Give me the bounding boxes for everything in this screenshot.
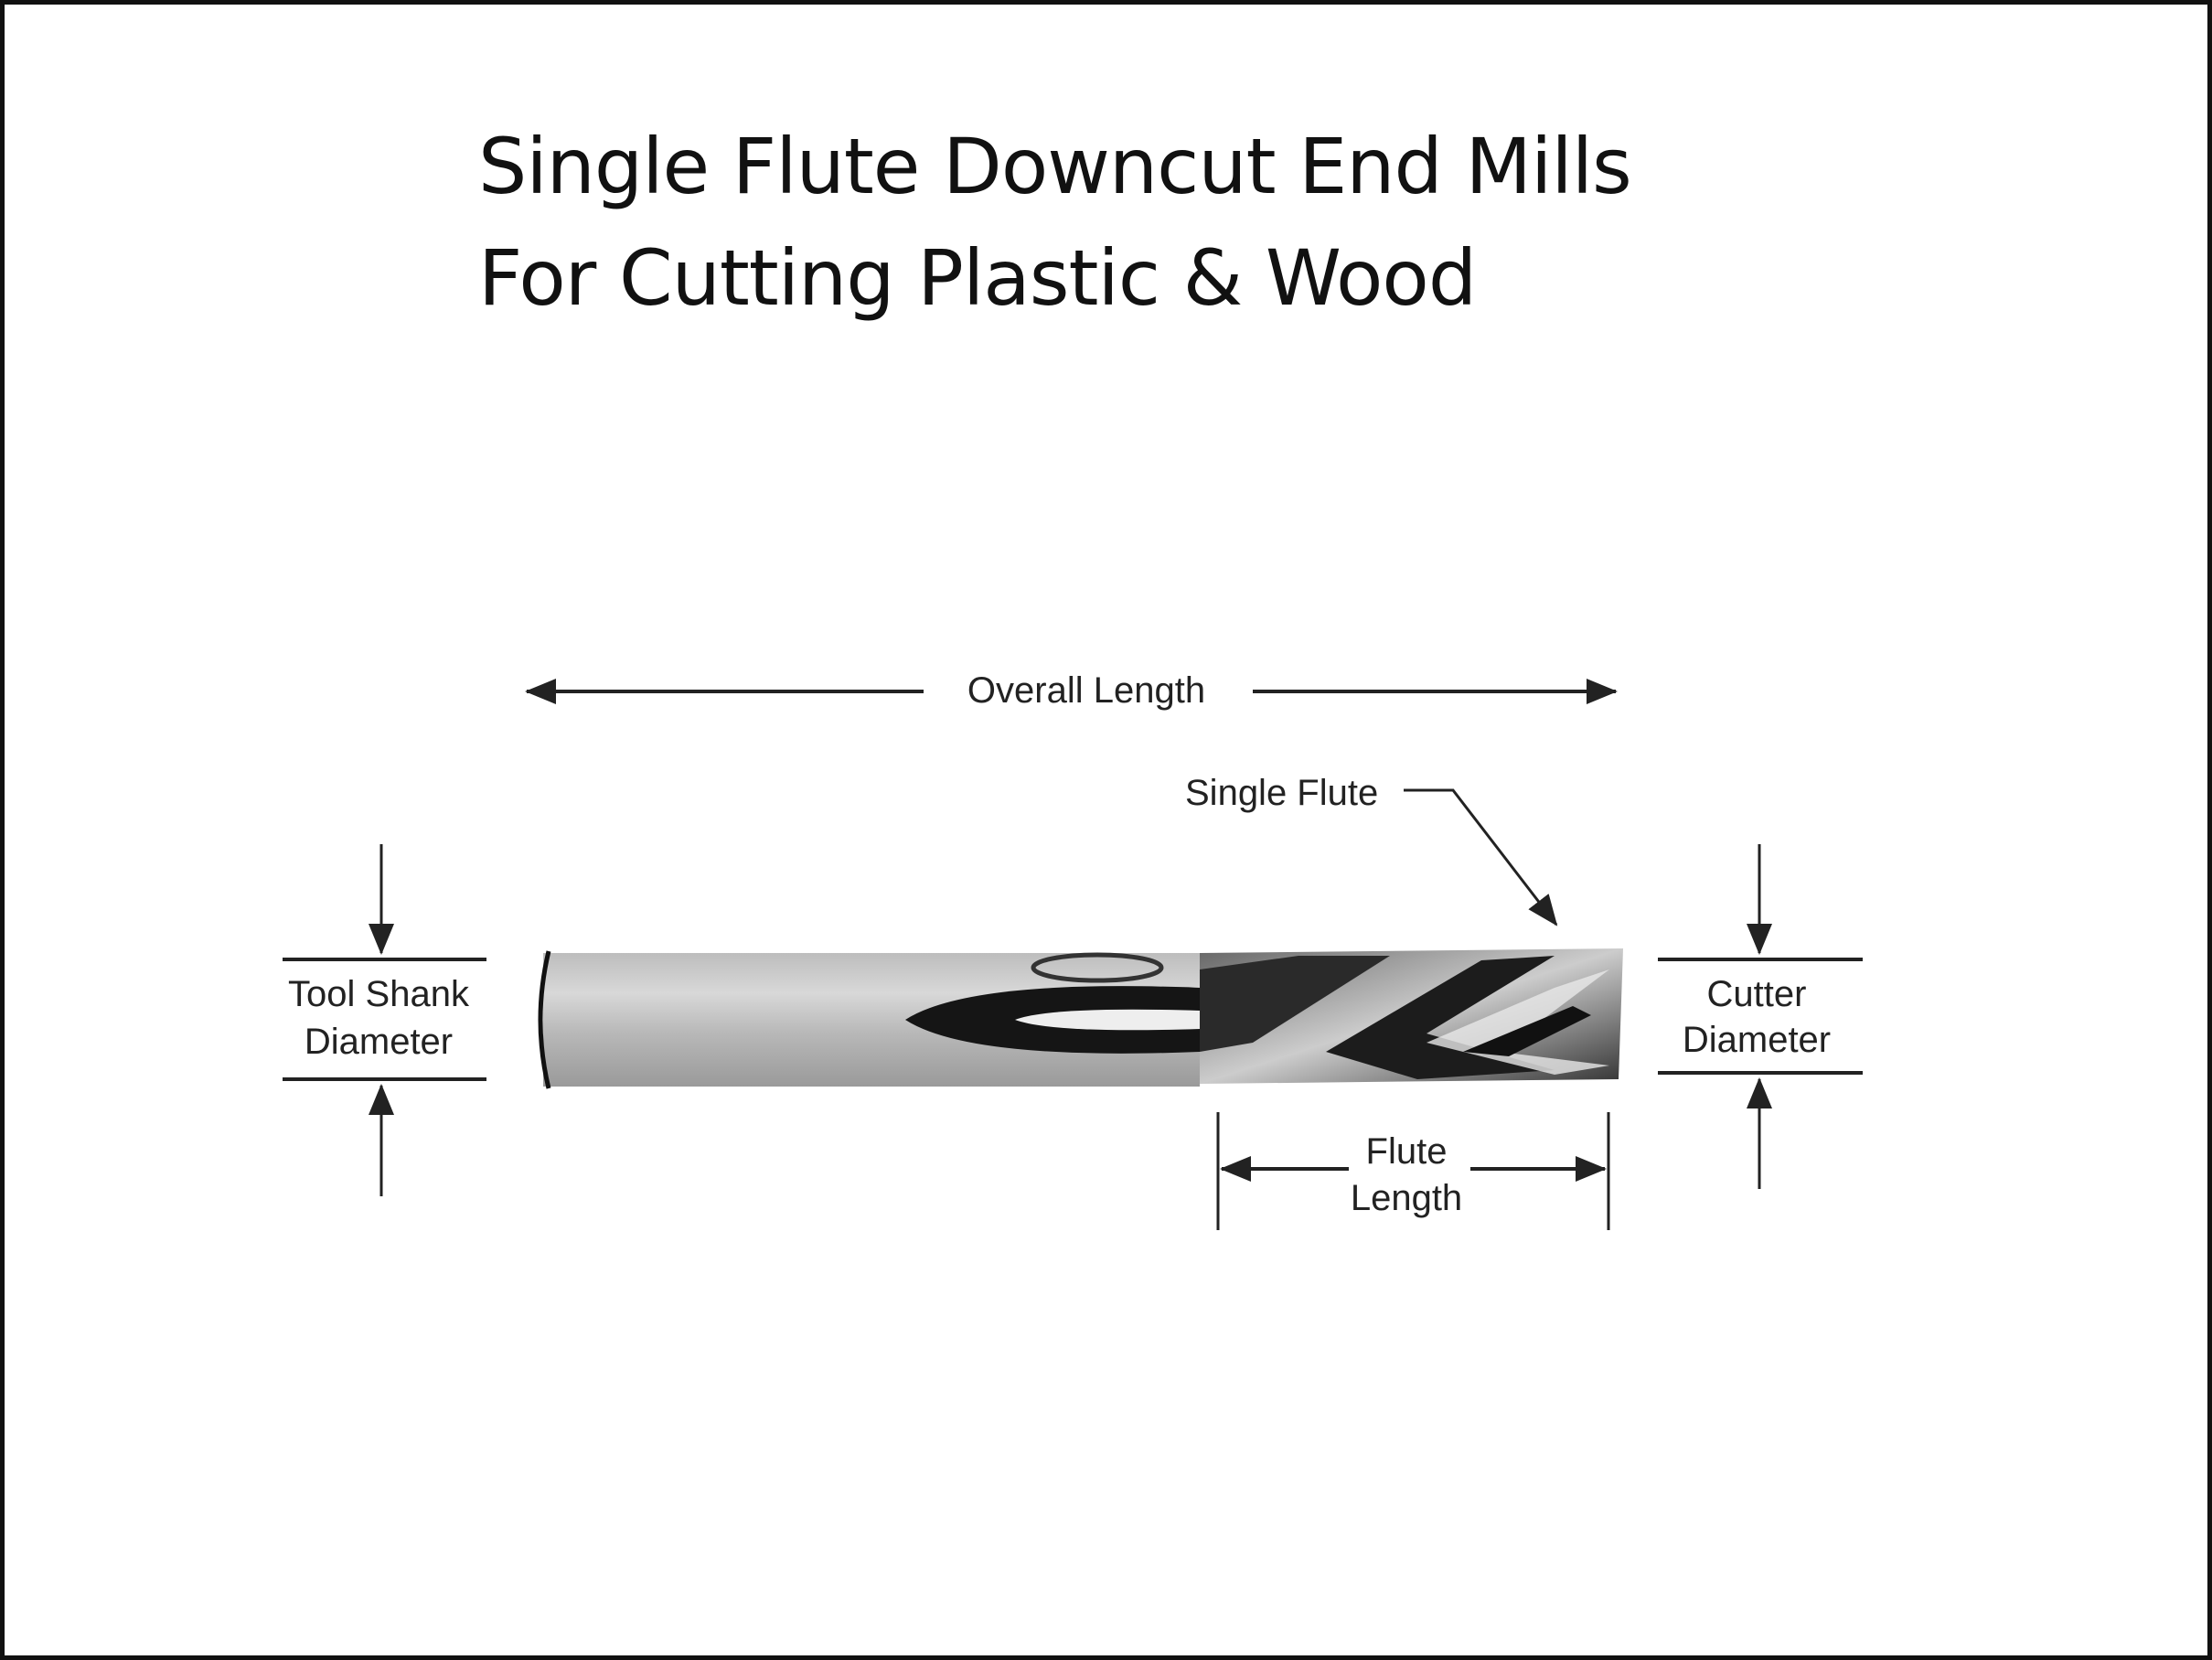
tool-shank-label-line1: Tool Shank [288, 974, 470, 1014]
cutter-label-line1: Cutter [1707, 974, 1807, 1014]
flute-length-dimension: Flute Length [1216, 1112, 1610, 1230]
flute-length-label-line2: Length [1351, 1178, 1462, 1218]
title-line-2: For Cutting Plastic & Wood [478, 233, 1477, 323]
single-flute-label: Single Flute [1185, 773, 1378, 813]
title-line-1: Single Flute Downcut End Mills [478, 122, 1632, 211]
cutter-label-line2: Diameter [1683, 1020, 1831, 1060]
cutter-diameter-dimension: Cutter Diameter [1658, 844, 1863, 1189]
leader-arrow-icon [1404, 788, 1558, 926]
tool-shank-diameter-dimension: Tool Shank Diameter [283, 844, 486, 1196]
end-mill-tool [538, 948, 1623, 1089]
overall-length-label: Overall Length [967, 670, 1205, 711]
flute-length-label-line1: Flute [1366, 1131, 1448, 1172]
overall-length-dimension: Overall Length [525, 670, 1618, 711]
tool-shank-label-line2: Diameter [305, 1022, 453, 1062]
single-flute-callout: Single Flute [1185, 773, 1558, 926]
